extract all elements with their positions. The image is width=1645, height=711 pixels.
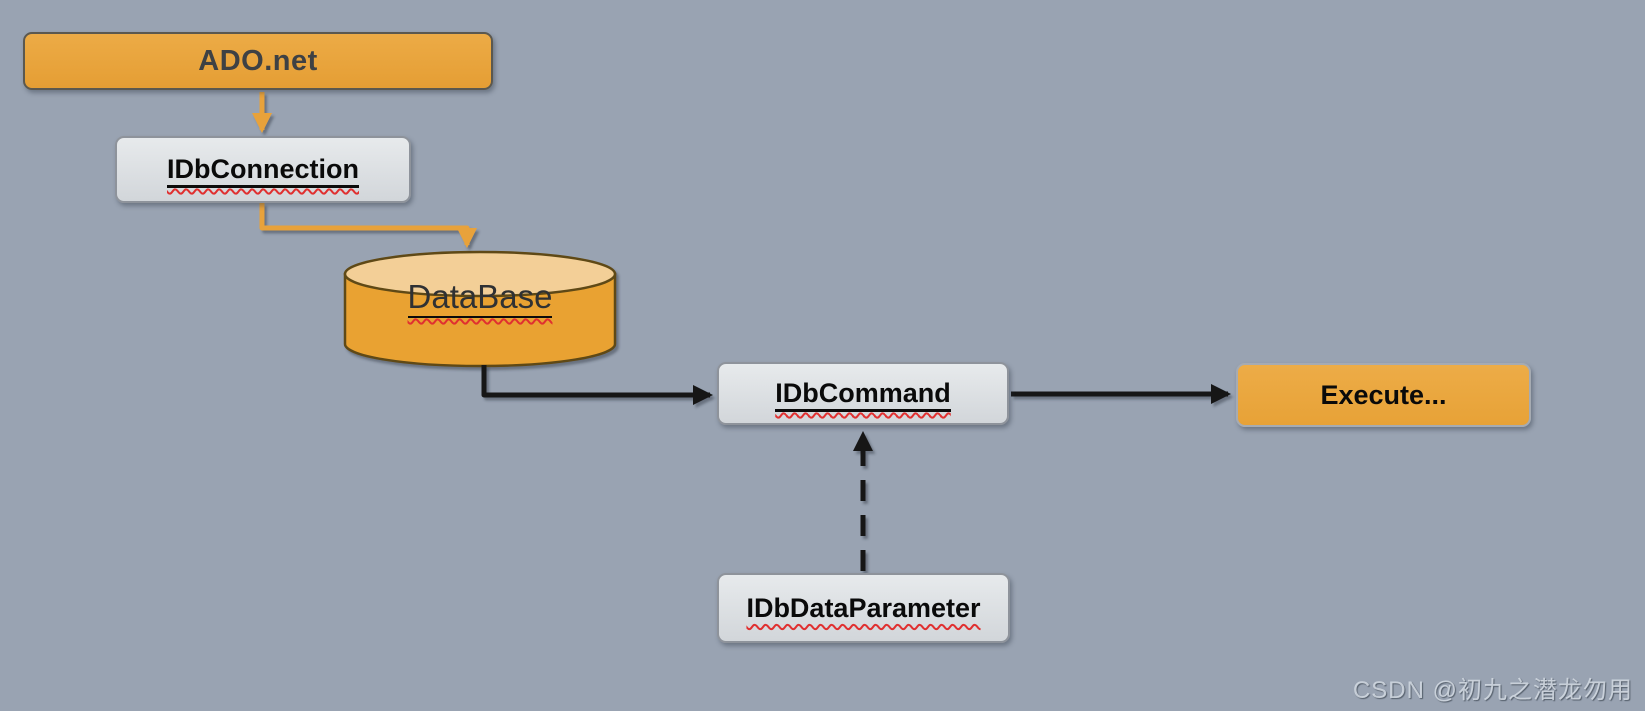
node-database: DataBase bbox=[345, 278, 615, 318]
node-idb-command-squiggle: IDbCommand bbox=[775, 378, 951, 412]
node-ado-net-label: ADO.net bbox=[198, 44, 318, 77]
node-idb-connection-label: IDbConnection bbox=[167, 154, 359, 188]
node-execute: Execute... bbox=[1236, 363, 1531, 427]
node-idb-command-label: IDbCommand bbox=[775, 378, 951, 412]
node-idb-connection: IDbConnection bbox=[115, 136, 411, 203]
node-ado-net: ADO.net bbox=[23, 32, 493, 90]
node-idb-connection-squiggle: IDbConnection bbox=[167, 154, 359, 188]
node-idb-data-parameter-label: IDbDataParameter bbox=[746, 592, 981, 623]
node-idb-command: IDbCommand bbox=[717, 362, 1009, 425]
database-cylinder bbox=[343, 250, 617, 368]
arrow-database-to-idbcommand bbox=[481, 365, 713, 405]
node-database-squiggle: DataBase bbox=[407, 278, 553, 318]
csdn-watermark: CSDN @初九之潜龙勿用 bbox=[1352, 677, 1633, 704]
node-database-label: DataBase bbox=[407, 278, 553, 318]
node-execute-label: Execute... bbox=[1320, 379, 1447, 410]
arrow-idbconnection-to-database bbox=[259, 203, 477, 248]
node-idb-data-parameter: IDbDataParameter bbox=[717, 573, 1010, 643]
